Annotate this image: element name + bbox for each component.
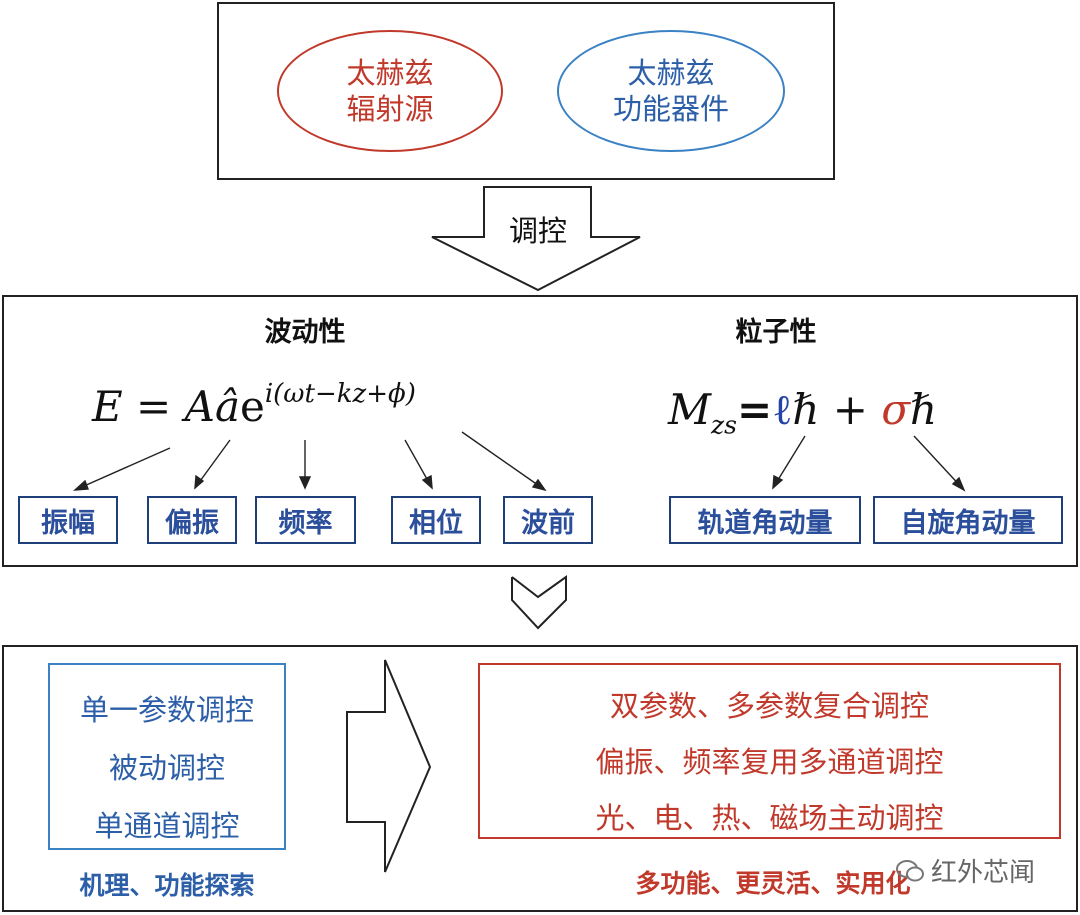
right-arrow-shape — [346, 659, 432, 873]
watermark: 红外芯闻 — [895, 852, 1035, 889]
device-line2: 功能器件 — [612, 92, 729, 126]
tag-orbital-angular-momentum: 轨道角动量 — [669, 496, 861, 544]
wechat-icon — [896, 859, 924, 881]
traditional-line1: 单一参数调控 — [79, 693, 254, 727]
source-line1: 太赫兹 — [346, 56, 434, 90]
eq-hbar1: ℏ — [792, 385, 820, 434]
traditional-caption: 机理、功能探索 — [79, 871, 255, 900]
eq-exp-base: e — [239, 382, 265, 431]
down-arrow-shape — [431, 186, 641, 292]
eq-plus: + — [819, 385, 882, 434]
terahertz-source-ellipse: 太赫兹 辐射源 — [277, 30, 503, 152]
particle-equation: Mzs=ℓℏ + σℏ — [668, 385, 937, 439]
eq-e: E — [92, 382, 123, 431]
eq-exponent: i(ωt−kz+ϕ) — [264, 379, 416, 409]
wave-equation: E = Aâei(ωt−kz+ϕ) — [92, 379, 416, 431]
tag-spin-angular-momentum: 自旋角动量 — [873, 496, 1063, 544]
eq-m-sub: zs — [711, 410, 738, 440]
advanced-caption: 多功能、更灵活、实用化 — [635, 869, 911, 898]
wave-tag-arrows — [73, 431, 547, 492]
eq-equals: = — [136, 382, 172, 431]
traditional-line3: 单通道调控 — [94, 809, 240, 843]
eq-sigma: σ — [881, 385, 910, 434]
wave-title: 波动性 — [264, 317, 346, 348]
source-line2: 辐射源 — [346, 92, 434, 126]
terahertz-device-ellipse: 太赫兹 功能器件 — [557, 30, 785, 152]
comparison-panel — [2, 645, 1078, 912]
tag-wavefront: 波前 — [503, 496, 593, 544]
particle-title: 粒子性 — [735, 317, 817, 348]
tag-polarization: 偏振 — [147, 496, 237, 544]
tag-amplitude: 振幅 — [18, 496, 118, 544]
chevron-down-icon — [511, 575, 567, 630]
eq-polarization-vector: â — [214, 382, 240, 431]
advanced-line3: 光、电、热、磁场主动调控 — [595, 801, 944, 835]
eq-equals2: = — [737, 385, 773, 434]
watermark-text: 红外芯闻 — [931, 858, 1036, 888]
arrow-label: 调控 — [508, 214, 567, 248]
eq-m: M — [668, 385, 712, 434]
particle-tag-arrows — [772, 435, 966, 492]
device-line1: 太赫兹 — [627, 56, 715, 90]
traditional-line2: 被动调控 — [108, 751, 225, 785]
eq-amplitude: A — [184, 382, 215, 431]
advanced-box: 双参数、多参数复合调控 偏振、频率复用多通道调控 光、电、热、磁场主动调控 — [478, 663, 1061, 839]
eq-hbar2: ℏ — [910, 385, 938, 434]
advanced-line2: 偏振、频率复用多通道调控 — [595, 745, 944, 779]
advanced-line1: 双参数、多参数复合调控 — [609, 689, 929, 723]
traditional-box: 单一参数调控 被动调控 单通道调控 — [48, 663, 286, 850]
properties-panel — [2, 295, 1078, 567]
eq-ell: ℓ — [772, 385, 793, 434]
tag-phase: 相位 — [391, 496, 481, 544]
tag-frequency: 频率 — [255, 496, 356, 544]
